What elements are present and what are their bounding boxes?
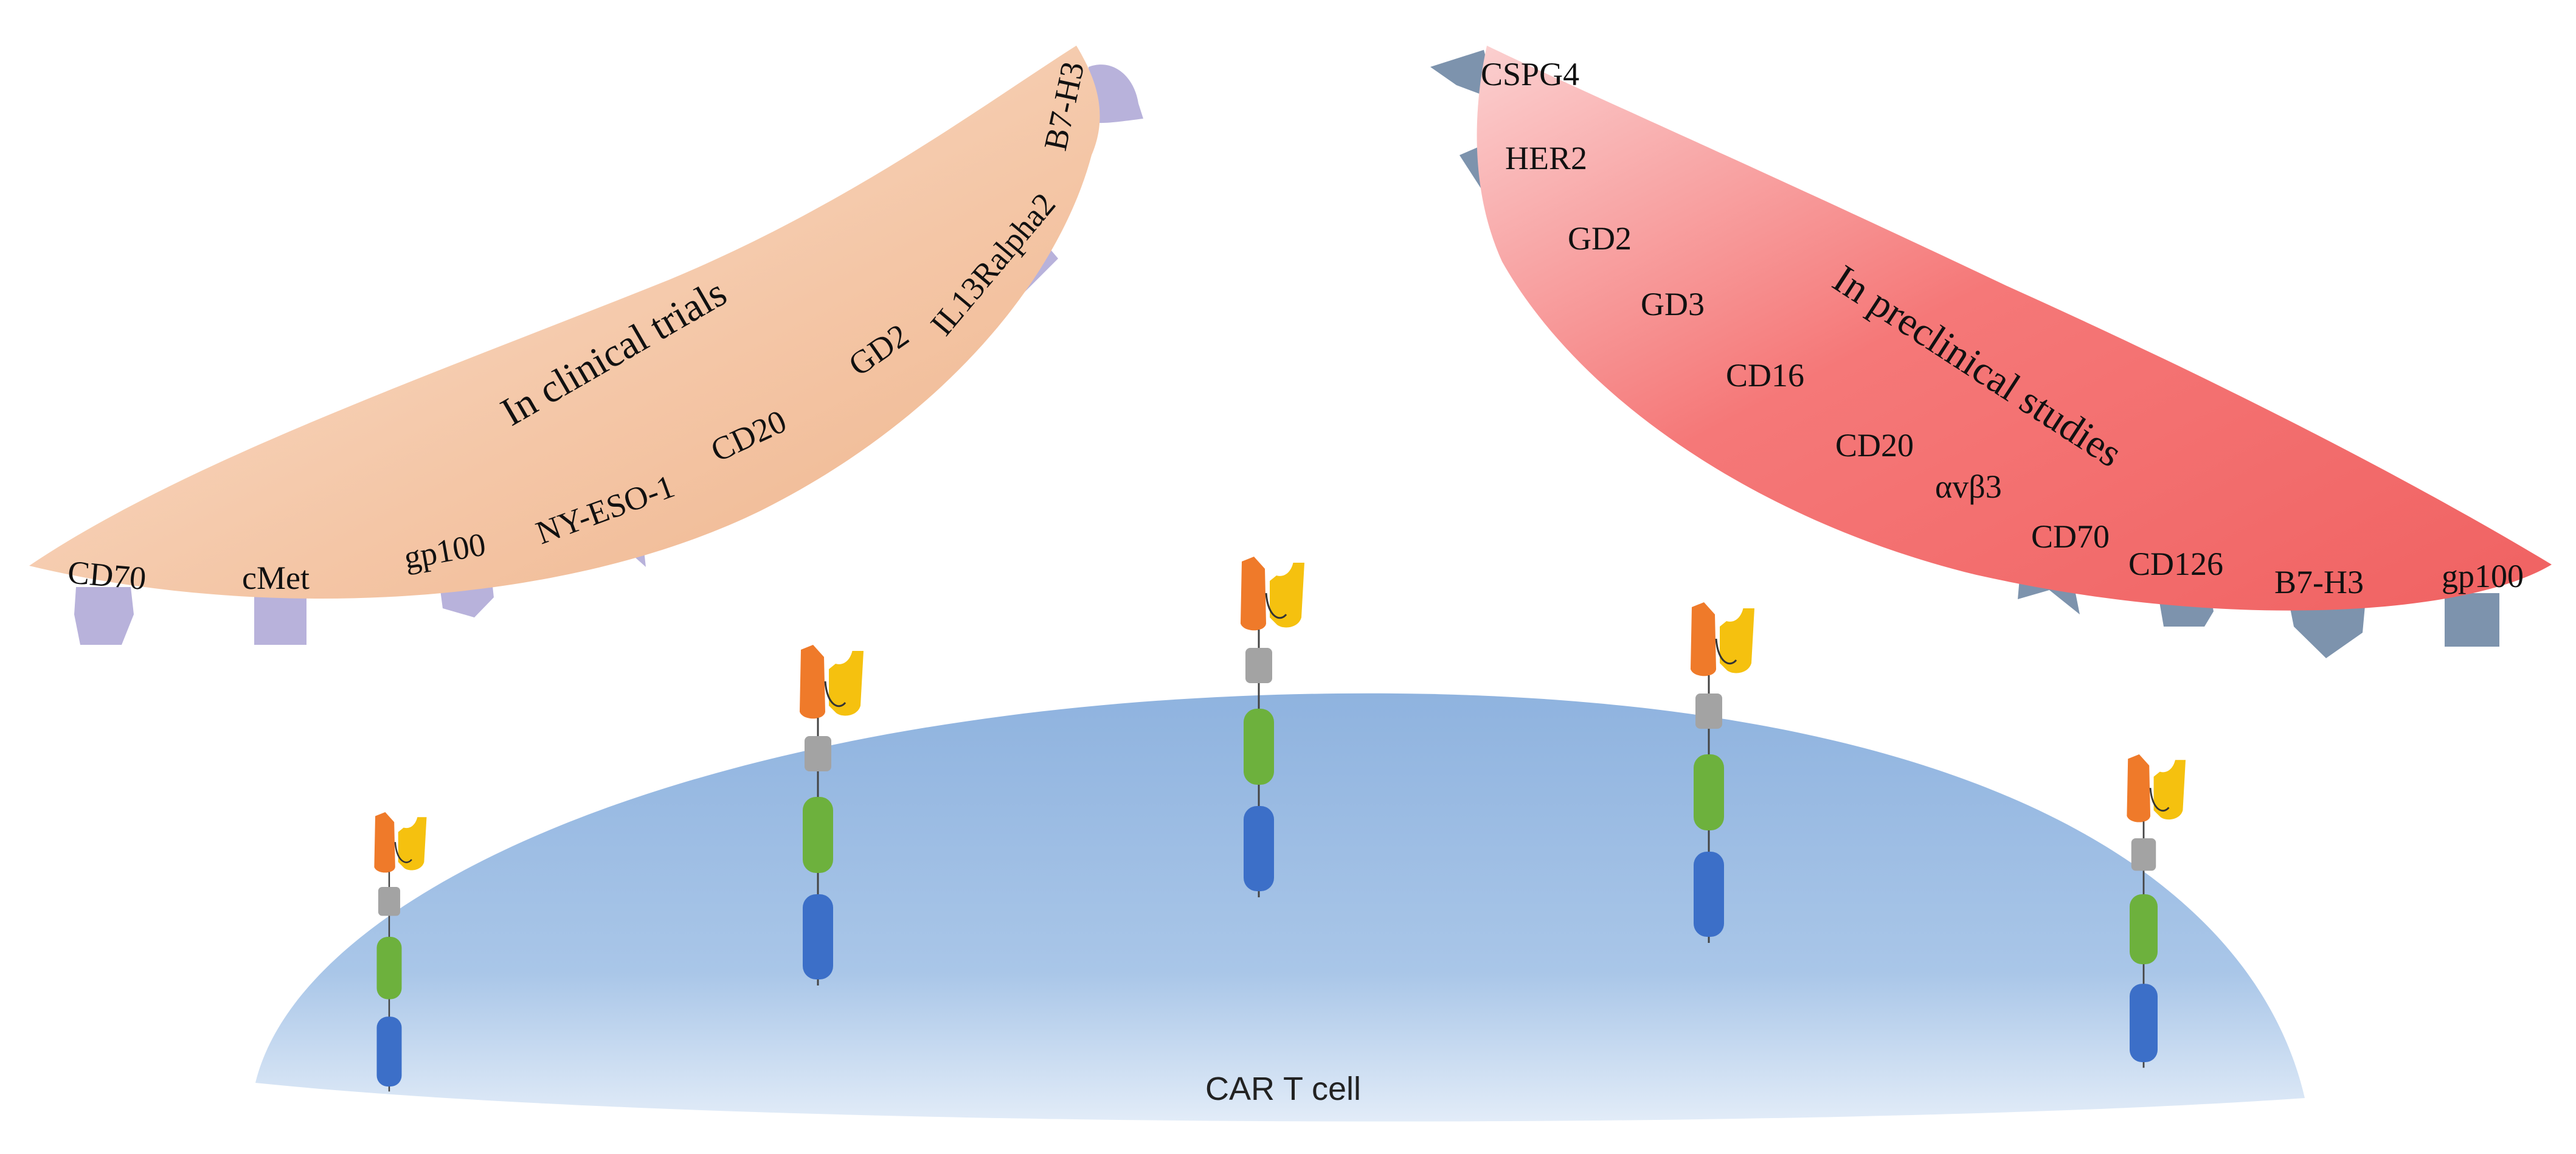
pre-label-cd20: CD20 [1835,427,1914,464]
binding-pocket [394,812,418,829]
scfv-heavy-chain [1691,602,1716,676]
scfv-heavy-chain [374,812,395,873]
car-receptor [1241,557,1304,897]
cd3-zeta-domain [2130,984,2158,1062]
scfv-heavy-chain [2127,754,2151,822]
car-receptor [374,812,427,1092]
preclinical-group: In preclinical studies CSPG4 HER2 GD2 GD… [1430,46,2552,658]
scfv-light-chain [2153,760,2186,820]
pre-label-cspg4: CSPG4 [1481,56,1579,92]
scfv-linker [1715,638,1737,665]
pre-label-cd126: CD126 [2128,546,2223,582]
hinge-domain [1245,648,1272,683]
costimulatory-domain [803,797,833,873]
pre-label-gp100: gp100 [2442,558,2524,594]
hinge-domain [805,736,831,771]
costimulatory-domain [2130,894,2158,964]
scfv-heavy-chain [800,645,825,719]
pre-label-cd70: CD70 [2031,518,2110,555]
antigen-gp100-pre [2445,593,2499,647]
antigen-cd70-clinical [74,587,134,645]
scfv-linker [2149,788,2170,812]
car-t-cell-label: CAR T cell [1205,1071,1361,1107]
pre-label-gd2: GD2 [1568,220,1632,257]
scfv-linker [824,681,847,707]
scfv-light-chain [1270,563,1304,628]
scfv-light-chain [829,651,864,716]
antigen-cmet-clinical [254,593,306,645]
binding-pocket [824,645,853,664]
pre-label-b7h3: B7-H3 [2274,564,2364,600]
binding-pocket [1265,557,1294,576]
clinical-group: In clinical trials CD70 cMet gp100 NY-ES… [29,46,1143,645]
clinical-label-cmet: cMet [242,560,310,596]
pre-label-avb3: αvβ3 [1935,468,2002,505]
pre-label-cd16: CD16 [1726,357,1804,394]
hinge-domain [2131,838,2156,871]
hinge-domain [378,887,401,916]
car-receptor [2127,754,2186,1068]
car-receptor [1691,602,1754,943]
cd3-zeta-domain [1694,852,1724,937]
car-receptors [374,557,2186,1092]
clinical-tumor-cell [29,46,1100,599]
costimulatory-domain [1694,754,1724,830]
pre-label-her2: HER2 [1505,140,1587,176]
cd3-zeta-domain [1244,806,1274,891]
scfv-light-chain [1720,608,1754,673]
clinical-label-cd70: CD70 [66,554,148,597]
preclinical-tumor-cell [1477,46,2552,611]
binding-pocket [2149,754,2176,773]
preclinical-antigen-labels: CSPG4 HER2 GD2 GD3 CD16 CD20 αvβ3 CD70 C… [1481,56,2524,600]
scfv-linker [394,842,412,863]
scfv-light-chain [398,817,427,871]
cd3-zeta-domain [803,894,833,979]
car-receptor [800,645,864,985]
costimulatory-domain [376,937,402,999]
binding-pocket [1715,602,1744,622]
hinge-domain [1695,693,1722,729]
cd3-zeta-domain [376,1017,402,1086]
antigen-b7h3-clinical [1089,64,1143,123]
pre-label-gd3: GD3 [1641,286,1705,322]
antigen-b7h3-pre [2288,596,2366,658]
car-t-cell-body [255,693,2305,1122]
costimulatory-domain [1244,709,1274,785]
scfv-heavy-chain [1241,557,1266,631]
scfv-linker [1265,593,1287,619]
